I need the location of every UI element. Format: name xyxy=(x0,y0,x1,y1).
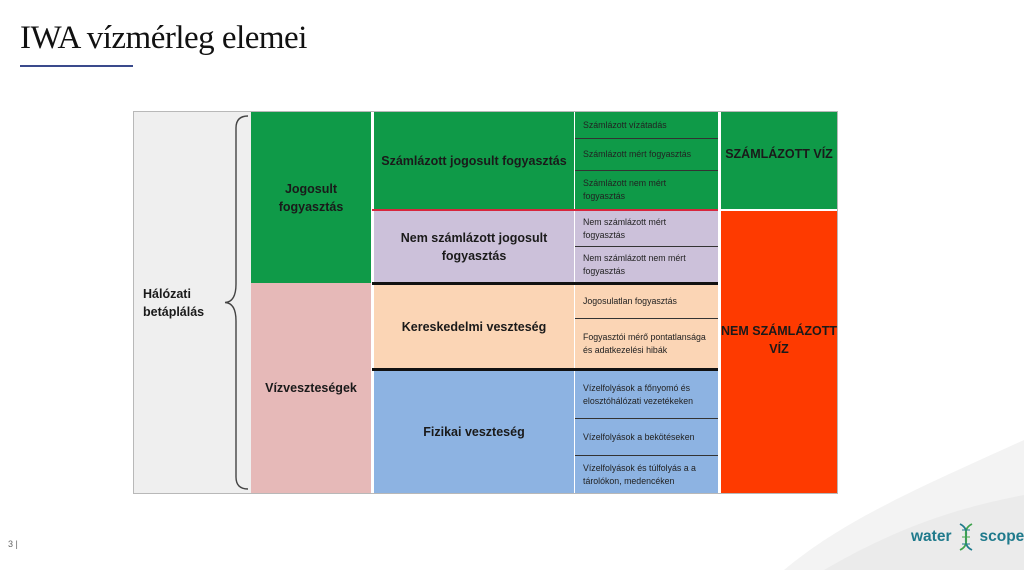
billed-water: SZÁMLÁZOTT VÍZ xyxy=(721,112,837,209)
page-number: 3 | xyxy=(8,539,18,549)
unbilled-authorized-consumption: Nem számlázott jogosult fogyasztás xyxy=(374,211,574,282)
water-losses: Vízveszteségek xyxy=(251,283,371,493)
separator xyxy=(372,368,718,371)
dna-helix-icon xyxy=(959,523,972,551)
water-balance-diagram: Hálózati betáplálás Jogosult fogyasztás … xyxy=(133,111,838,494)
title-underline xyxy=(20,65,133,67)
authorized-consumption: Jogosult fogyasztás xyxy=(251,112,371,283)
commercial-losses: Kereskedelmi veszteség xyxy=(374,285,574,368)
system-input-volume: Hálózati betáplálás xyxy=(134,112,251,493)
separator xyxy=(372,282,718,285)
non-revenue-water: NEM SZÁMLÁZOTT VÍZ xyxy=(721,211,837,493)
sub-item: Számlázott nem mért fogyasztás xyxy=(575,171,718,209)
separator-red xyxy=(372,209,718,211)
physical-losses: Fizikai veszteség xyxy=(374,371,574,493)
waterscope-logo: water scope xyxy=(911,522,1024,552)
logo-text-right: scope xyxy=(979,528,1024,545)
sub-item: Nem számlázott nem mért fogyasztás xyxy=(575,247,718,282)
sub-item: Nem számlázott mért fogyasztás xyxy=(575,211,718,247)
sub-item: Számlázott vízátadás xyxy=(575,112,718,139)
sub-item: Fogyasztói mérő pontatlansága és adatkez… xyxy=(575,319,718,368)
column-gap xyxy=(371,112,374,493)
sub-item: Vízelfolyások és túlfolyás a a tárolókon… xyxy=(575,456,718,493)
column-gap xyxy=(718,112,721,493)
sub-item: Jogosulatlan fogyasztás xyxy=(575,285,718,319)
left-brace xyxy=(224,115,249,490)
logo-text-left: water xyxy=(911,528,952,545)
sub-item: Vízelfolyások a bekötéseken xyxy=(575,419,718,456)
sub-item: Számlázott mért fogyasztás xyxy=(575,139,718,171)
billed-authorized-consumption: Számlázott jogosult fogyasztás xyxy=(374,112,574,209)
slide-title: IWA vízmérleg elemei xyxy=(20,20,307,56)
sub-item: Vízelfolyások a főnyomó és elosztóhálóza… xyxy=(575,371,718,419)
